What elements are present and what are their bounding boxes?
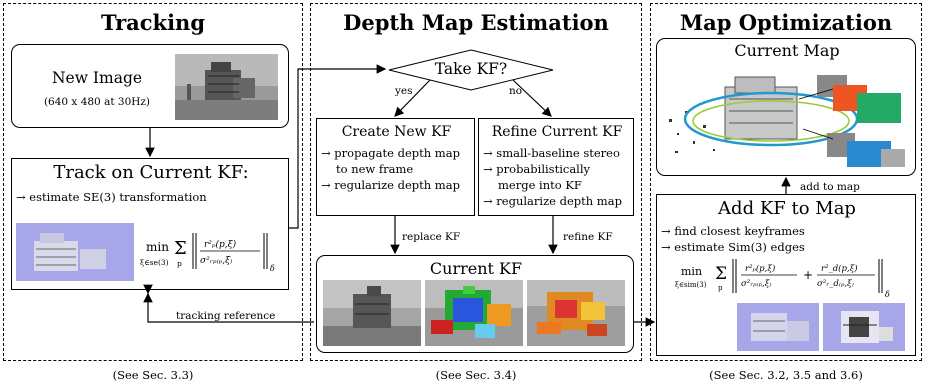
add-kf-item-1: → find closest keyframes: [661, 224, 805, 238]
add-kf-render-1: [737, 303, 819, 351]
yes-label: yes: [395, 85, 413, 97]
svg-text:p: p: [177, 259, 182, 268]
refine-kf-item-4: → regularize depth map: [483, 194, 622, 208]
new-image-photo: [175, 54, 278, 120]
create-kf-item-3: → regularize depth map: [321, 178, 460, 192]
new-image-sub: (640 x 480 at 30Hz): [43, 96, 151, 108]
refine-kf-label: refine KF: [563, 231, 613, 243]
mapopt-panel: Map Optimization: [650, 3, 922, 361]
new-image-label: New Image: [51, 69, 143, 87]
current-kf-variance-image: [527, 280, 625, 346]
refine-kf-item-3: merge into KF: [498, 178, 582, 192]
svg-text:r²ₚ(p,ξ): r²ₚ(p,ξ): [204, 239, 237, 250]
depth-caption: (See Sec. 3.4): [435, 368, 517, 382]
depth-title: Depth Map Estimation: [343, 10, 609, 35]
current-map-box: Current Map: [656, 38, 916, 176]
tracking-reference-label: tracking reference: [176, 310, 276, 322]
add-kf-title: Add KF to Map: [718, 198, 856, 219]
svg-text:min: min: [681, 265, 702, 278]
current-kf-title: Current KF: [429, 259, 523, 278]
svg-text:δ: δ: [270, 264, 275, 273]
refine-kf-title: Refine Current KF: [491, 124, 623, 140]
create-kf-item-1: → propagate depth map: [321, 146, 460, 160]
svg-text:σ²ᵣ_d₍ₚ,ξ₎: σ²ᵣ_d₍ₚ,ξ₎: [817, 279, 854, 289]
current-kf-box: Current KF: [316, 255, 634, 353]
current-kf-gray-image: [323, 280, 421, 346]
svg-text:σ²ᵣₚ₍ₚ,ξ₎: σ²ᵣₚ₍ₚ,ξ₎: [200, 256, 232, 266]
replace-kf-label: replace KF: [402, 231, 461, 243]
refine-kf-box: Refine Current KF → small-baseline stere…: [478, 118, 634, 216]
svg-text:min: min: [146, 240, 169, 254]
add-kf-render-2: [823, 303, 905, 351]
svg-text:δ: δ: [885, 290, 890, 299]
svg-text:p: p: [718, 284, 723, 292]
svg-text:σ²ᵣₚ₍ₚ,ξ₎: σ²ᵣₚ₍ₚ,ξ₎: [741, 279, 772, 289]
svg-text:ξ∈se(3): ξ∈se(3): [140, 258, 169, 267]
track-box-item: → estimate SE(3) transformation: [16, 190, 207, 204]
track-box-title: Track on Current KF:: [53, 162, 249, 183]
mapopt-caption: (See Sec. 3.2, 3.5 and 3.6): [709, 368, 863, 382]
create-kf-item-2: to new frame: [336, 162, 414, 176]
take-kf-label: Take KF?: [434, 60, 508, 78]
current-map-title: Current Map: [734, 41, 840, 60]
create-kf-title: Create New KF: [341, 124, 452, 140]
svg-text:Σ: Σ: [715, 264, 727, 284]
tracking-formula: min ξ∈se(3) Σ p r²ₚ(p,ξ) σ²ᵣₚ₍ₚ,ξ₎ δ: [140, 233, 275, 273]
add-to-map-label: add to map: [800, 181, 860, 193]
refine-kf-item-1: → small-baseline stereo: [483, 146, 620, 160]
current-kf-depth-image: [425, 280, 523, 346]
add-kf-box: Add KF to Map → find closest keyframes →…: [656, 194, 916, 356]
mapopt-title: Map Optimization: [679, 10, 893, 35]
svg-text:r²ₚ(p,ξ): r²ₚ(p,ξ): [745, 263, 775, 274]
tracking-caption: (See Sec. 3.3): [112, 368, 194, 382]
svg-text:Σ: Σ: [174, 238, 187, 259]
svg-text:+: +: [803, 268, 813, 282]
create-kf-box: Create New KF → propagate depth map to n…: [316, 118, 475, 216]
tracking-title: Tracking: [100, 10, 206, 35]
track-box: Track on Current KF: → estimate SE(3) tr…: [11, 158, 289, 290]
svg-text:ξ∈sim(3): ξ∈sim(3): [675, 281, 707, 289]
no-label: no: [509, 85, 523, 97]
add-kf-formula: min ξ∈sim(3) Σ p r²ₚ(p,ξ) σ²ᵣₚ₍ₚ,ξ₎ + r²…: [675, 259, 890, 299]
current-map-render: [669, 75, 905, 167]
tracking-depth-render: [16, 223, 134, 281]
new-image-box: New Image (640 x 480 at 30Hz): [11, 44, 289, 128]
refine-kf-item-2: → probabilistically: [483, 162, 591, 176]
add-kf-item-2: → estimate Sim(3) edges: [661, 240, 805, 254]
svg-text:r²_d(p,ξ): r²_d(p,ξ): [821, 263, 858, 274]
